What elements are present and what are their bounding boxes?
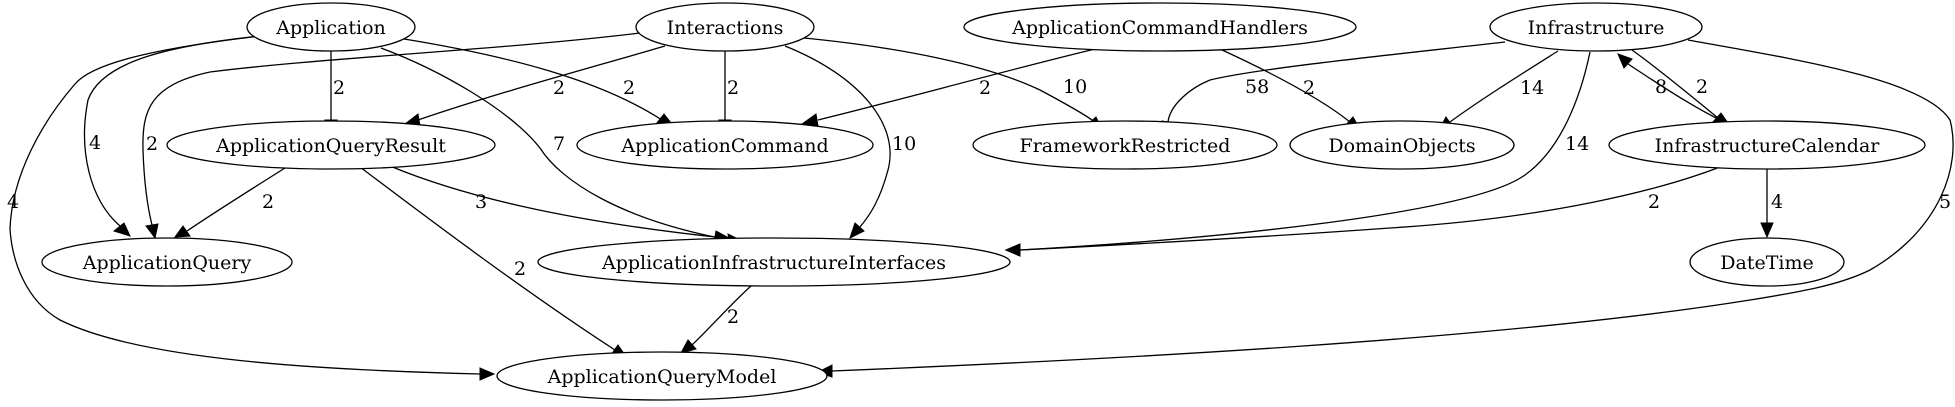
edge-label: 2	[553, 77, 565, 99]
edge-label: 2	[727, 77, 739, 99]
edge-application-command-handlers-to-application-command: 2	[800, 48, 1096, 127]
edge-infrastructure-calendar-to-date-time: 4	[1760, 168, 1783, 239]
edge-label: 2	[979, 77, 991, 99]
edge-application-query-result-to-application-infrastructure-interfaces: 3	[389, 165, 731, 244]
edge-label: 10	[892, 133, 916, 155]
svg-text:ApplicationInfrastructureInter: ApplicationInfrastructureInterfaces	[601, 252, 946, 274]
edge-label: 4	[7, 191, 19, 213]
node-application-query-result: ApplicationQueryResult	[166, 120, 496, 170]
edge-label: 14	[1565, 133, 1589, 155]
edge-label: 2	[333, 77, 345, 99]
edge-application-query-result-to-application-query-model: 2	[359, 166, 629, 359]
edge-application-infrastructure-interfaces-to-application-query-model: 2	[680, 284, 753, 354]
node-infrastructure-calendar: InfrastructureCalendar	[1608, 120, 1926, 170]
svg-text:InfrastructureCalendar: InfrastructureCalendar	[1655, 135, 1881, 157]
svg-text:ApplicationQueryModel: ApplicationQueryModel	[547, 366, 777, 388]
node-interactions: Interactions	[635, 2, 815, 52]
edge-infrastructure-to-application-query-model: 5	[816, 39, 1954, 378]
edge-label: 7	[553, 133, 565, 155]
edge-application-command-handlers-to-domain-objects: 2	[1219, 48, 1363, 132]
node-application-query-model: ApplicationQueryModel	[496, 351, 828, 401]
edge-label: 2	[1303, 77, 1315, 99]
edge-interactions-to-application-infrastructure-interfaces: 10	[784, 45, 916, 239]
edge-application-to-application-query-model: 4	[7, 35, 496, 381]
edge-interactions-to-application-query: 2	[142, 32, 641, 240]
edge-label: 58	[1245, 76, 1269, 98]
edge-interactions-to-application-query-result: 2	[403, 45, 666, 127]
svg-text:ApplicationQuery: ApplicationQuery	[82, 252, 252, 274]
svg-text:FrameworkRestricted: FrameworkRestricted	[1020, 135, 1231, 157]
svg-text:ApplicationCommandHandlers: ApplicationCommandHandlers	[1011, 17, 1308, 39]
node-application-query: ApplicationQuery	[41, 237, 293, 287]
edge-label: 4	[89, 132, 101, 154]
edge-label: 2	[1696, 76, 1708, 98]
node-application-infrastructure-interfaces: ApplicationInfrastructureInterfaces	[537, 237, 1011, 287]
node-domain-objects: DomainObjects	[1289, 120, 1515, 170]
edge-application-to-application-command: 2	[397, 37, 677, 129]
node-framework-restricted: FrameworkRestricted	[972, 120, 1278, 170]
edge-infrastructure-calendar-to-application-infrastructure-interfaces: 2	[1004, 166, 1721, 257]
svg-text:DateTime: DateTime	[1720, 252, 1813, 274]
svg-text:ApplicationQueryResult: ApplicationQueryResult	[215, 135, 446, 157]
node-date-time: DateTime	[1689, 237, 1845, 287]
edge-application-query-result-to-application-query: 2	[173, 167, 286, 238]
edge-label: 2	[727, 306, 739, 328]
svg-text:Application: Application	[275, 17, 386, 39]
edge-label: 5	[1939, 191, 1951, 213]
edge-label: 4	[1771, 191, 1783, 213]
edge-infrastructure-to-infrastructure-calendar: 2	[1631, 49, 1732, 127]
edge-label: 2	[623, 77, 635, 99]
edge-label: 14	[1520, 77, 1544, 99]
edge-label: 3	[475, 191, 487, 213]
edge-infrastructure-to-domain-objects: 14	[1438, 50, 1559, 131]
svg-text:ApplicationCommand: ApplicationCommand	[620, 135, 828, 157]
edge-label: 2	[146, 133, 158, 155]
edge-label: 8	[1655, 76, 1667, 98]
svg-text:Interactions: Interactions	[667, 17, 784, 39]
node-application: Application	[246, 2, 416, 52]
edge-label: 2	[514, 258, 526, 280]
edge-label: 10	[1063, 76, 1087, 98]
edge-interactions-to-framework-restricted: 10	[781, 35, 1103, 131]
edge-label: 2	[1648, 191, 1660, 213]
edge-label: 2	[262, 191, 274, 213]
node-application-command: ApplicationCommand	[576, 120, 874, 170]
node-application-command-handlers: ApplicationCommandHandlers	[963, 2, 1357, 52]
node-infrastructure: Infrastructure	[1489, 2, 1703, 52]
svg-text:DomainObjects: DomainObjects	[1328, 135, 1475, 157]
svg-text:Infrastructure: Infrastructure	[1528, 17, 1665, 39]
edge-infrastructure-calendar-to-infrastructure: 8	[1617, 53, 1736, 128]
